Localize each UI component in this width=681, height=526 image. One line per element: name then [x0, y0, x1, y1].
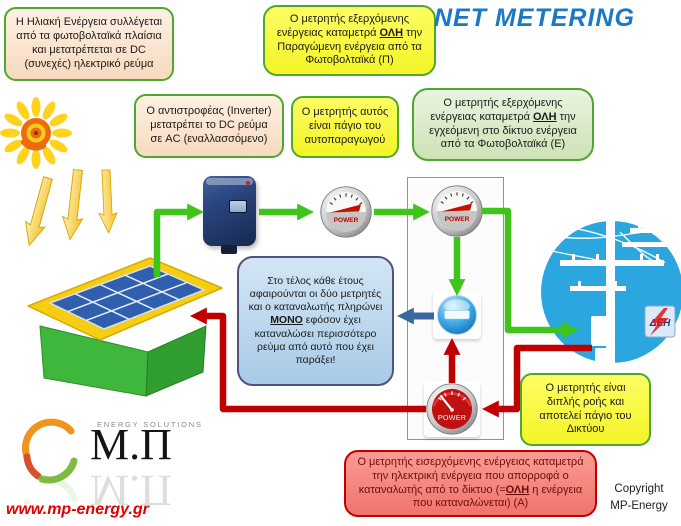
needle [439, 394, 453, 411]
house-side-wall [145, 325, 207, 397]
info-box-export-meter: Ο μετρητής εξερχόμενης ενέργειας καταμετ… [412, 88, 594, 161]
mp-energy-logo-icon [21, 418, 78, 504]
inverter-display [229, 200, 247, 213]
inverter-connector [221, 245, 237, 254]
lightning-icon [650, 308, 669, 336]
info-box-inverter-text: Ο αντιστροφέας (Inverter) μετατρέπει το … [146, 105, 272, 145]
info-box-net-settlement-text: Στο τέλος κάθε έτους αφαιρούνται οι δύο … [248, 274, 383, 367]
info-box-solar: Η Ηλιακή Ενέργεια συλλέγεται από τα φωτο… [4, 7, 174, 81]
info-box-bidirectional-meter: Ο μετρητής είναι διπλής ροής και αποτελε… [520, 373, 651, 446]
copyright-line1: Copyright [614, 483, 664, 495]
info-box-solar-text: Η Ηλιακή Ενέργεια συλλέγεται από τα φωτο… [15, 16, 163, 70]
meter-label: POWER [445, 216, 470, 223]
meter-production: POWER [318, 184, 374, 240]
solar-panels [48, 265, 206, 330]
logo-tagline: ENERGY SOLUTIONS [97, 420, 203, 429]
website-link[interactable]: www.mp-energy.gr [6, 501, 149, 518]
house-graphic [27, 257, 223, 397]
info-box-import-meter: Ο μετρητής εισερχόμενης ενέργειας καταμε… [344, 450, 597, 517]
copyright-line2: MP-Energy [610, 500, 668, 513]
sun-icon [0, 97, 72, 169]
info-box-inverter: Ο αντιστροφέας (Inverter) μετατρέπει το … [134, 94, 284, 158]
info-box-meter-fixed-text: Ο μετρητής αυτός είναι πάγιο του αυτοπαρ… [301, 106, 389, 146]
utility-pole-icon [546, 221, 676, 368]
red-flow-arrows [189, 307, 592, 418]
info-box-production-meter: Ο μετρητής εξερχόμενης ενέργειας καταμετ… [263, 5, 436, 76]
inverter-led [246, 181, 250, 185]
info-box-bidirectional-meter-text: Ο μετρητής είναι διπλής ροής και αποτελε… [539, 381, 632, 436]
meter-import: POWER [424, 381, 480, 437]
info-box-net-settlement: Στο τέλος κάθε έτους αφαιρούνται οι δύο … [237, 256, 394, 386]
page-title: NET METERING [434, 4, 635, 32]
meter-label: POWER [334, 217, 359, 224]
logo-brand: Μ.Π [90, 420, 172, 469]
copyright-note: Copyright MP-Energy [602, 481, 676, 516]
info-box-import-meter-text: Ο μετρητής εισερχόμενης ενέργειας καταμε… [357, 455, 584, 510]
meter-export: POWER [429, 183, 485, 239]
info-box-export-meter-text: Ο μετρητής εξερχόμενης ενέργειας καταμετ… [429, 96, 577, 151]
inverter-graphic [203, 176, 256, 254]
green-flow-arrows [153, 203, 580, 339]
info-box-meter-fixed: Ο μετρητής αυτός είναι πάγιο του αυτοπαρ… [291, 96, 399, 158]
inverter-cap [206, 178, 253, 185]
meter-label: POWER [438, 413, 467, 422]
dei-logo: ΔΕΗ [644, 305, 676, 338]
info-box-production-meter-text: Ο μετρητής εξερχόμενης ενέργειας καταμετ… [276, 12, 423, 67]
sun-ray-arrows [24, 168, 118, 247]
